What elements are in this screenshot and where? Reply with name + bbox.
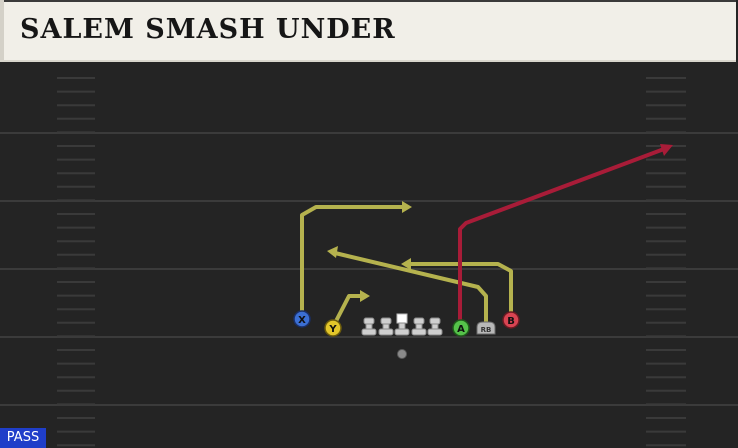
play-title: SALEM SMASH UNDER <box>20 14 396 45</box>
svg-text:A: A <box>457 324 465 335</box>
offensive-line <box>361 313 443 336</box>
player-y[interactable]: Y <box>324 319 342 337</box>
lineman-rt <box>427 317 443 336</box>
quarterback <box>397 349 407 359</box>
title-bar: SALEM SMASH UNDER <box>0 0 736 62</box>
player-rb[interactable]: RB <box>476 321 496 335</box>
routes <box>300 144 673 328</box>
play-type-badge: PASS <box>0 428 46 448</box>
svg-text:B: B <box>507 316 515 327</box>
yard-lines <box>0 132 738 406</box>
route-b-in <box>408 262 513 318</box>
arrowhead-y <box>360 290 370 302</box>
player-a[interactable]: A <box>452 319 470 337</box>
center <box>394 313 410 336</box>
arrowhead-rb <box>327 246 338 258</box>
lineman-lg <box>378 317 394 336</box>
arrowhead-b <box>401 258 411 270</box>
route-a-post <box>458 147 666 328</box>
arrowhead-a <box>660 144 673 156</box>
player-x[interactable]: X <box>293 310 311 328</box>
arrowhead-x <box>402 201 412 213</box>
hash-marks <box>57 77 686 447</box>
player-b[interactable]: B <box>502 311 520 329</box>
svg-text:X: X <box>298 315 306 326</box>
svg-text:RB: RB <box>481 326 492 334</box>
route-rb-drag <box>333 251 488 326</box>
svg-text:Y: Y <box>328 324 337 335</box>
lineman-lt <box>361 317 377 336</box>
lineman-rg <box>411 317 427 336</box>
route-x-corner <box>300 205 409 320</box>
route-y-flat <box>332 294 366 327</box>
